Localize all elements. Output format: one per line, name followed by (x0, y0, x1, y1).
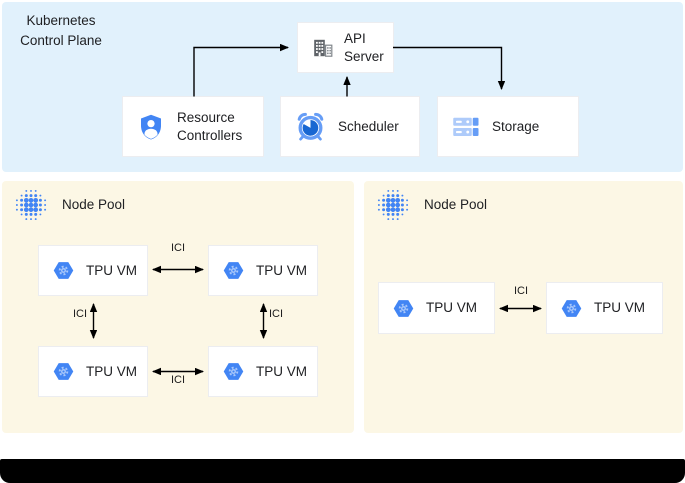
ici-label: ICI (170, 242, 186, 254)
node-pool-label-left: Node Pool (62, 197, 126, 212)
tpu-vm-label: TPU VM (86, 363, 138, 379)
tpu-icon (223, 262, 244, 279)
ici-label: ICI (170, 374, 186, 386)
storage-label: Storage (492, 118, 540, 134)
scheduler-node: Scheduler (280, 96, 420, 157)
resource-controllers-node: Resource Controllers (122, 96, 264, 157)
tpu-icon (561, 299, 582, 317)
building-icon (314, 39, 333, 57)
tpu-vm-node: TPU VM (208, 245, 318, 296)
tpu-vm-node: TPU VM (378, 282, 495, 334)
bottom-bar (0, 459, 685, 483)
alarm-clock-icon (297, 112, 324, 141)
tpu-icon (393, 299, 414, 317)
tpu-vm-node: TPU VM (38, 245, 148, 296)
ici-label: ICI (269, 308, 284, 320)
tpu-vm-node: TPU VM (38, 346, 148, 397)
storage-disks-icon (453, 117, 479, 136)
tpu-vm-label: TPU VM (426, 300, 478, 316)
api-server-label: API Server (344, 30, 384, 64)
node-pool-icon (377, 189, 409, 221)
resource-controllers-label: Resource Controllers (177, 109, 243, 143)
storage-node: Storage (437, 96, 579, 157)
tpu-vm-label: TPU VM (86, 262, 138, 278)
tpu-vm-label: TPU VM (256, 262, 308, 278)
tpu-vm-node: TPU VM (208, 346, 318, 397)
tpu-vm-label: TPU VM (256, 363, 308, 379)
api-server-node: API Server (297, 22, 394, 73)
tpu-icon (53, 363, 74, 380)
tpu-vm-node: TPU VM (546, 282, 663, 334)
control-plane-label: Kubernetes Control Plane (20, 13, 102, 48)
ici-label: ICI (513, 285, 529, 297)
tpu-icon (223, 363, 244, 380)
ici-label: ICI (72, 308, 87, 320)
tpu-vm-label: TPU VM (594, 300, 646, 316)
node-pool-icon (15, 189, 47, 221)
tpu-icon (53, 262, 74, 279)
scheduler-label: Scheduler (338, 118, 399, 134)
shield-user-icon (141, 114, 161, 139)
node-pool-label-right: Node Pool (424, 197, 488, 212)
